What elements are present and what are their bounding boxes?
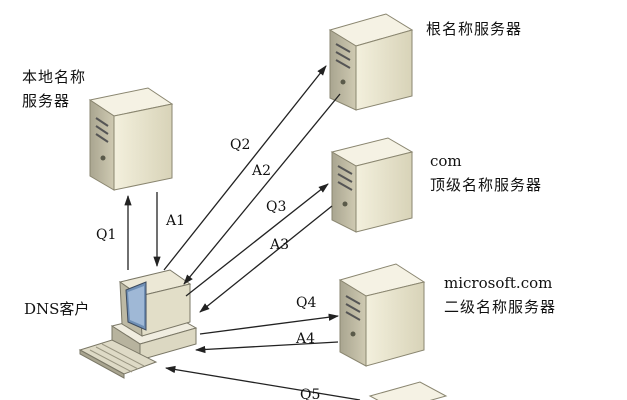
- a2-label: A2: [252, 163, 272, 179]
- tld-dns-server-icon: [330, 137, 414, 233]
- q5-arrow: [164, 365, 361, 400]
- q5-label: Q5: [300, 387, 321, 400]
- a4-arrow: [194, 341, 339, 354]
- q3-label: Q3: [266, 199, 287, 215]
- a3-label: A3: [270, 237, 290, 253]
- second-level-dns-label-line1: microsoft.com: [444, 274, 553, 292]
- a3-arrow: [199, 205, 333, 313]
- q1-label: Q1: [96, 227, 117, 243]
- q4-arrow: [199, 313, 340, 335]
- tld-dns-label-line2: 顶级名称服务器: [430, 176, 543, 194]
- root-dns-label: 根名称服务器: [426, 20, 523, 38]
- second-level-dns-server-icon: [338, 263, 426, 367]
- second-level-dns-label-line2: 二级名称服务器: [444, 298, 557, 316]
- a1-label: A1: [166, 213, 186, 229]
- root-dns-server-icon: [328, 13, 414, 111]
- a4-label: A4: [296, 331, 316, 347]
- q3-arrow: [185, 183, 329, 297]
- tld-dns-label-line1: com: [430, 152, 462, 170]
- a2-arrow: [183, 93, 341, 285]
- q2-label: Q2: [230, 137, 251, 153]
- dns-client-computer-icon: [78, 269, 198, 379]
- partial-server-icon: [368, 381, 448, 400]
- q4-label: Q4: [296, 295, 317, 311]
- local-dns-server-icon: [88, 87, 174, 191]
- dns-client-label: DNS客户: [24, 300, 90, 318]
- local-dns-label-line1: 本地名称: [22, 68, 87, 86]
- q2-arrow: [163, 65, 327, 271]
- local-dns-label-line2: 服务器: [22, 92, 71, 110]
